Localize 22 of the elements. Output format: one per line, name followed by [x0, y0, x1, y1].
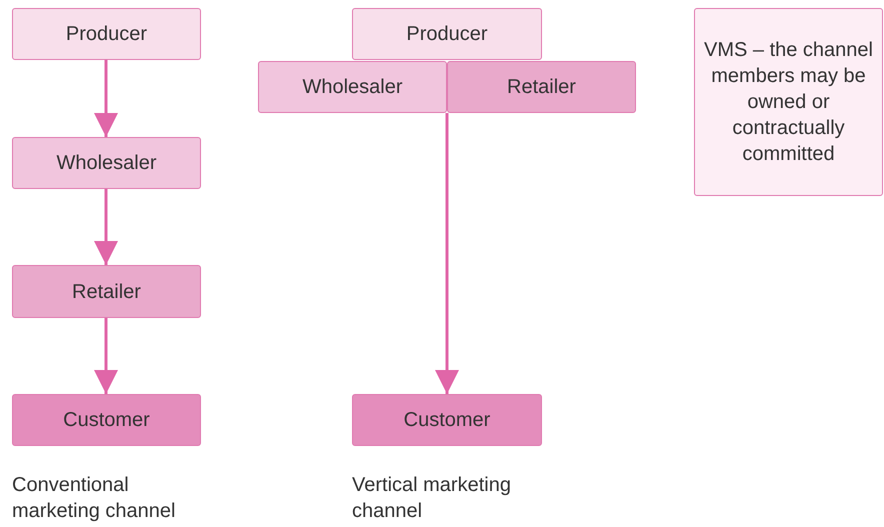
channel-box	[352, 8, 542, 60]
channel-box	[12, 394, 201, 446]
channel-box	[352, 394, 542, 446]
channel-box	[12, 8, 201, 60]
note-box	[694, 8, 883, 196]
arrow	[435, 113, 459, 394]
box-label: Retailer	[72, 280, 141, 304]
arrow	[94, 189, 118, 265]
note-text: VMS – the channel members may be owned or contractually committed	[703, 38, 874, 167]
box-label: Wholesaler	[56, 151, 157, 176]
arrow	[94, 318, 118, 394]
box-label: Customer	[404, 408, 490, 433]
arrow	[94, 60, 118, 137]
channel-box	[12, 265, 201, 318]
box-label: Wholesaler	[302, 75, 403, 100]
box-label: Producer	[406, 22, 488, 47]
channel-caption: Conventional marketing channel	[12, 473, 176, 524]
box-label: Customer	[63, 408, 150, 433]
channel-box	[12, 137, 201, 189]
box-label: Retailer	[507, 75, 576, 100]
channel-caption: Vertical marketing channel	[352, 473, 512, 524]
box-label: Producer	[66, 22, 148, 47]
